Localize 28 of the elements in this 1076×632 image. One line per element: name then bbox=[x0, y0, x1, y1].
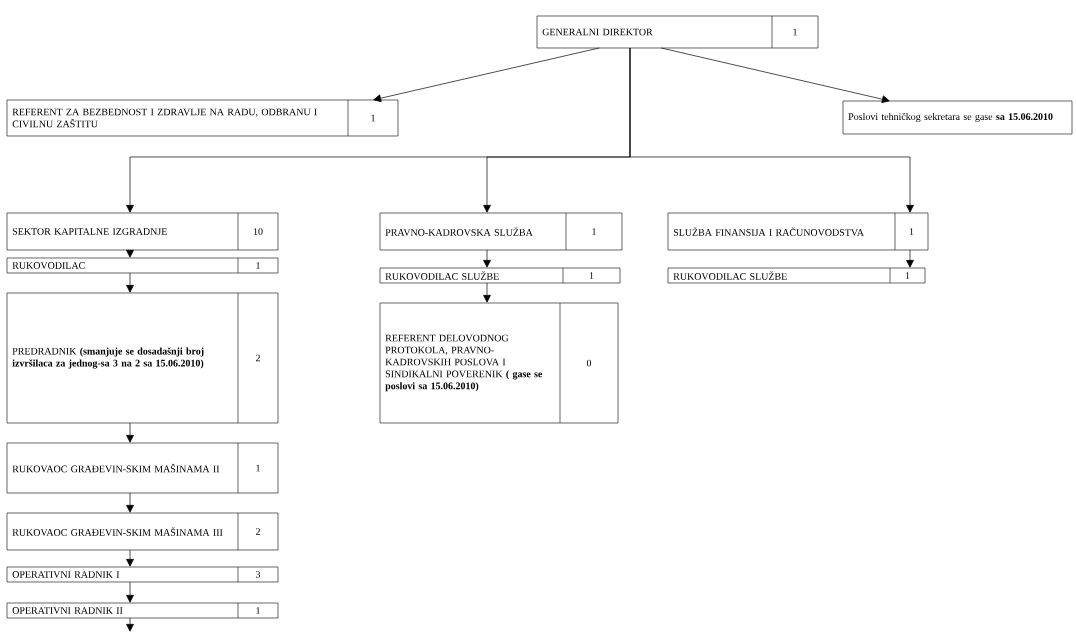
position-box: RUKOVODILAC 1 bbox=[6, 257, 279, 274]
position-box: OPERATIVNI RADNIK I 3 bbox=[6, 566, 279, 583]
position-box: PREDRADNIK (smanjuje se dosadašnji broj izvršilaca za jednog-sa 3 na 2 sa 15.06.2010) 2 bbox=[6, 292, 279, 424]
arrow bbox=[906, 249, 914, 268]
arrow bbox=[629, 47, 914, 213]
arrow bbox=[126, 272, 134, 293]
position-box: Poslovi tehničkog sekretara se gase sa 15.06.2010 bbox=[842, 100, 1073, 135]
position-box: REFERENT DELOVODNOG PROTOKOLA, PRAVNO-KADROVSKIH POSLOVA I SINDIKALNI POVERENIK ( gase se poslovi sa 15.06.2010) 0 bbox=[379, 302, 619, 424]
position-box: OPERATIVNI RADNIK II 1 bbox=[6, 602, 279, 619]
arrow bbox=[126, 617, 134, 632]
arrow bbox=[126, 549, 134, 567]
arrow bbox=[373, 47, 600, 103]
position-box: GENERALNI DIREKTOR 1 bbox=[536, 15, 819, 49]
arrow bbox=[126, 249, 134, 258]
position-box: RUKOVAOC GRAĐEVIN-SKIM MAŠINAMA III 2 bbox=[6, 512, 279, 551]
position-box: SLUŽBA FINANSIJA I RAČUNOVODSTVA 1 bbox=[667, 212, 929, 251]
position-box: PRAVNO-KADROVSKA SLUŽBA 1 bbox=[379, 212, 623, 251]
arrow bbox=[126, 492, 134, 513]
position-box: RUKOVODILAC SLUŽBE 1 bbox=[667, 267, 926, 284]
position-box: RUKOVAOC GRAĐEVIN-SKIM MAŠINAMA II 1 bbox=[6, 442, 279, 494]
arrow bbox=[126, 581, 134, 603]
position-box: REFERENT ZA BEZBEDNOST I ZDRAVLJE NA RADU, ODBRANU I CIVILNU ZAŠTITU 1 bbox=[6, 99, 399, 137]
arrow bbox=[483, 282, 491, 303]
arrow bbox=[483, 249, 491, 268]
position-box: SEKTOR KAPITALNE IZGRADNJE 10 bbox=[6, 212, 279, 251]
arrow bbox=[660, 47, 890, 104]
arrow bbox=[126, 422, 134, 443]
position-box: RUKOVODILAC SLUŽBE 1 bbox=[379, 267, 621, 284]
